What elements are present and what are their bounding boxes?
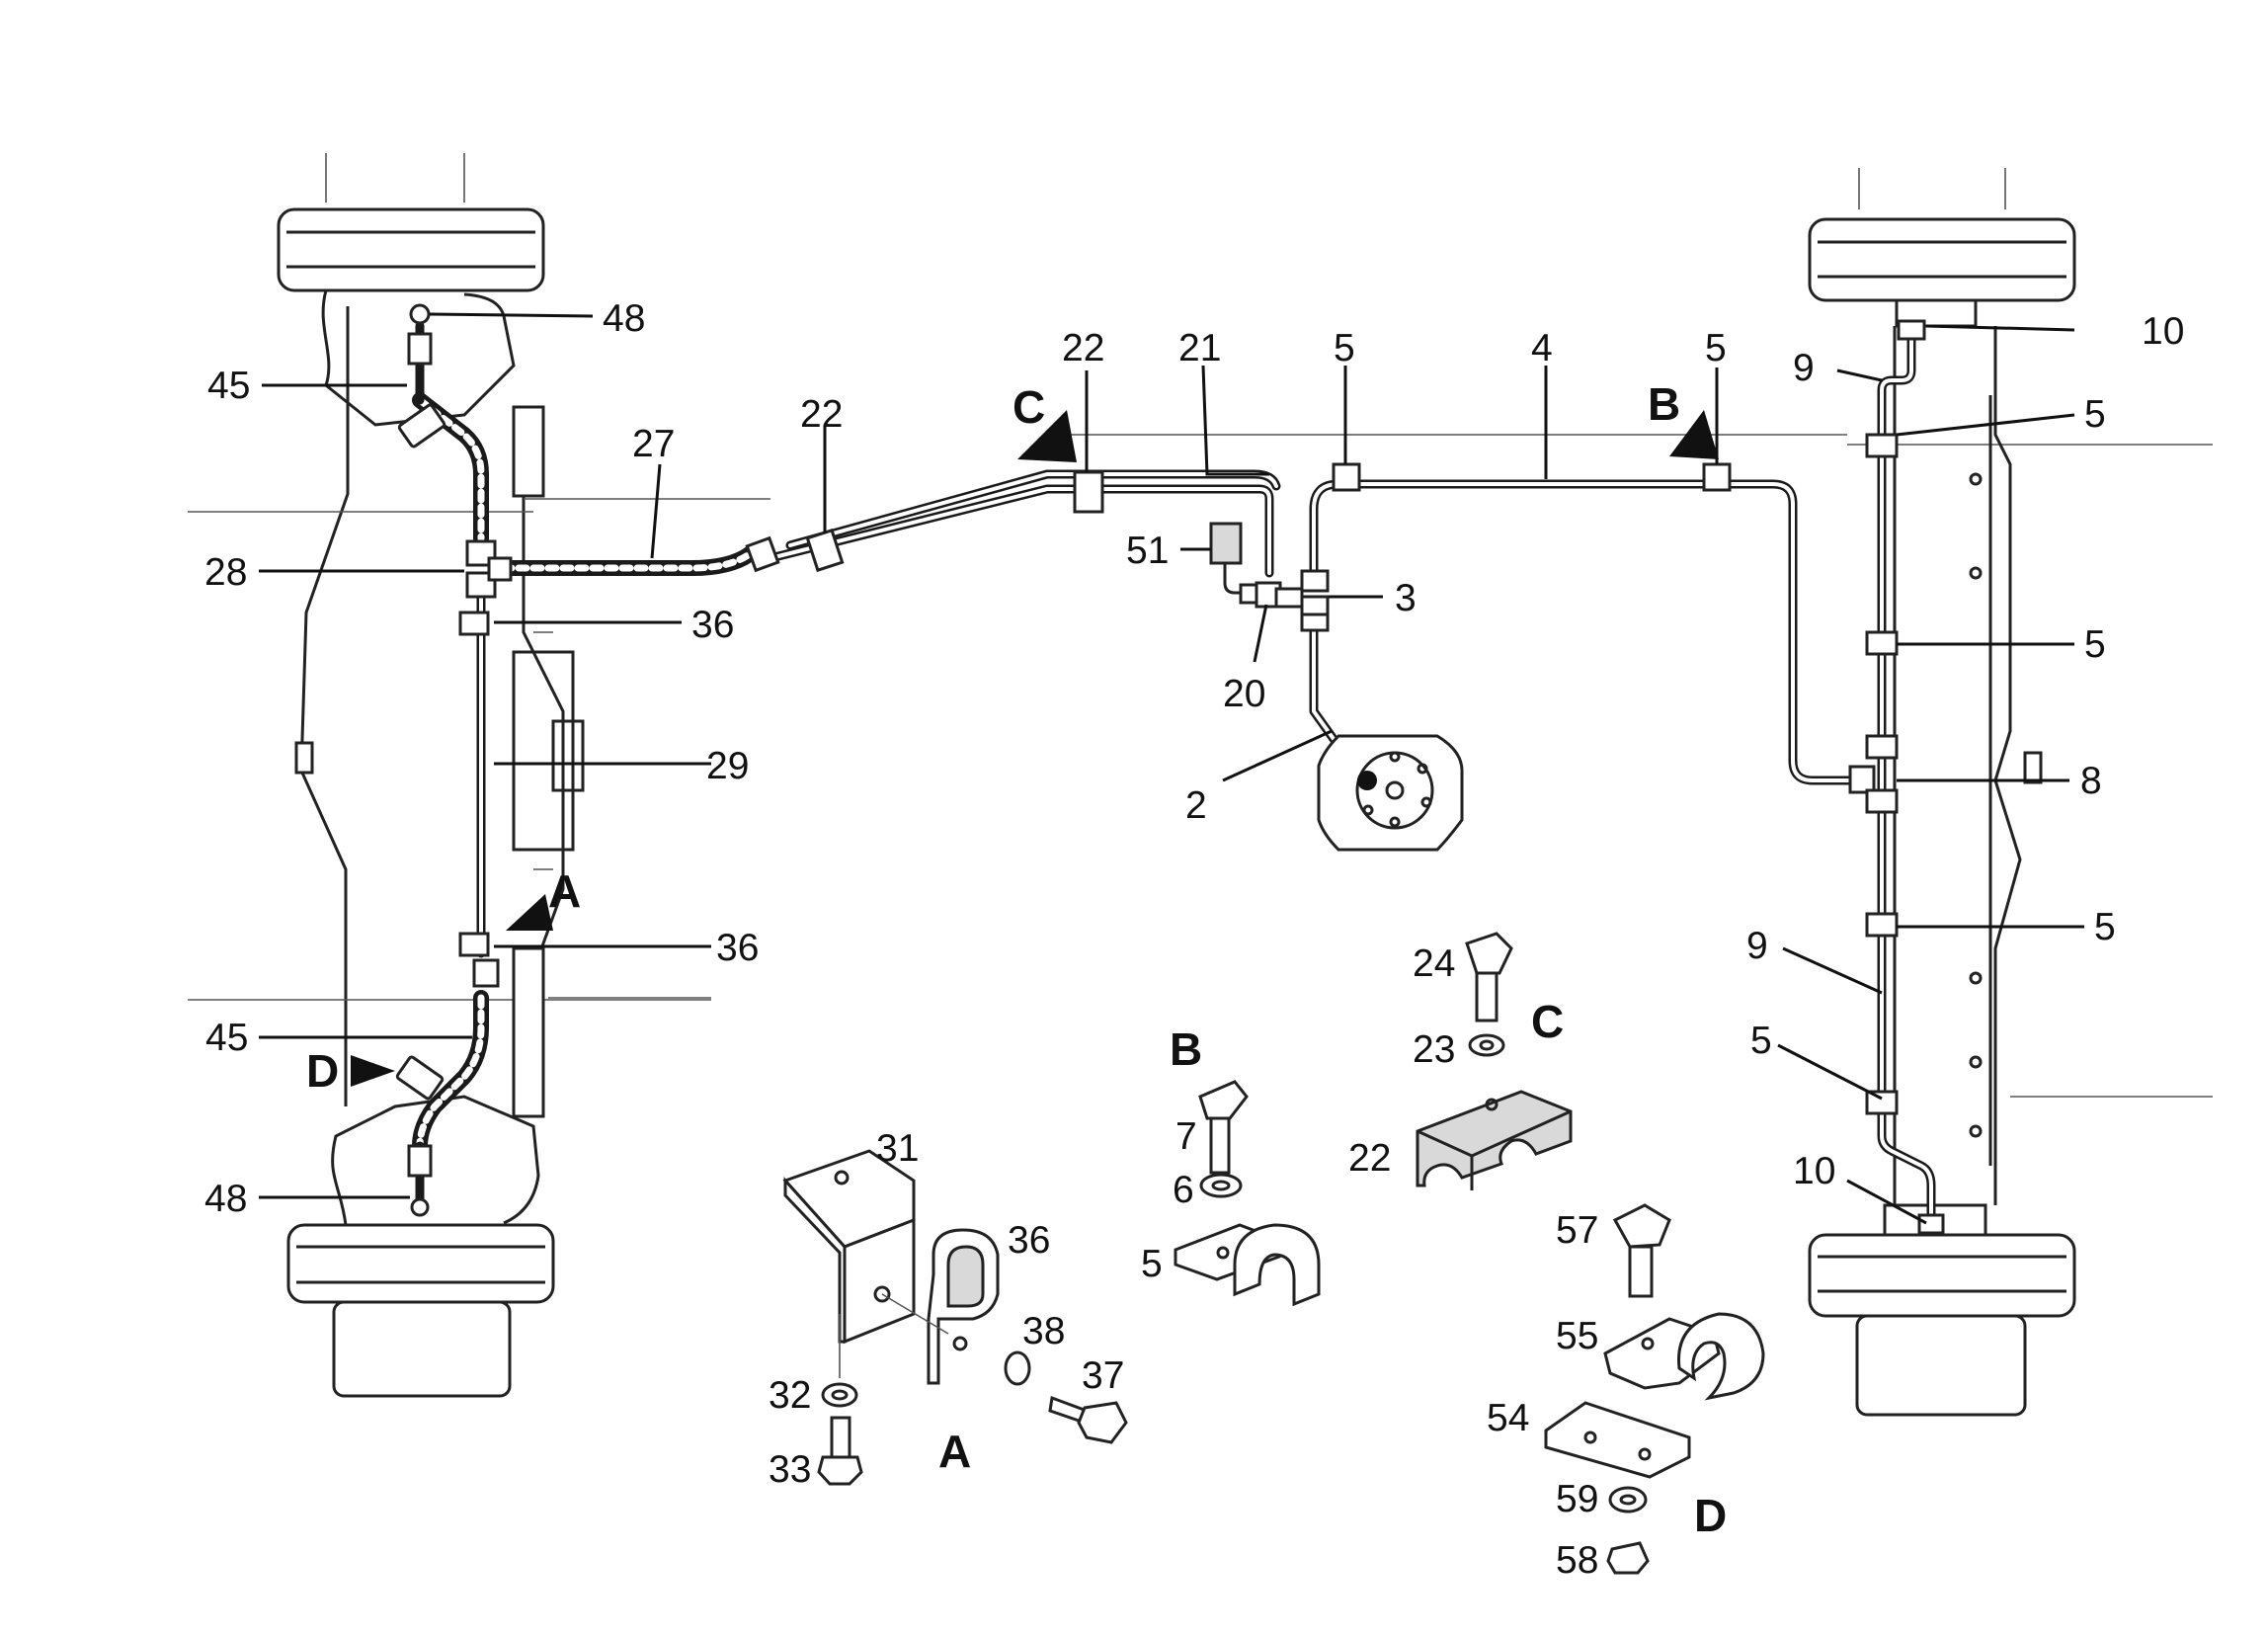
label-48-bottom: 48: [204, 1178, 247, 1220]
label-5-detail: 5: [1141, 1243, 1163, 1285]
label-5-right-4: 5: [1750, 1020, 1772, 1062]
detail-letters: A B C D: [938, 996, 1727, 1541]
label-5-right-1: 5: [2084, 393, 2106, 436]
label-22-left: 22: [800, 393, 843, 436]
detail-a-bracket: [782, 1149, 1128, 1486]
detail-b-clip: [1174, 1080, 1321, 1307]
detail-d-letter: D: [1694, 1490, 1727, 1541]
label-7: 7: [1175, 1115, 1197, 1158]
location-arrows: C B A D: [306, 378, 1719, 1097]
label-45-bottom: 45: [205, 1017, 248, 1059]
label-24: 24: [1413, 942, 1455, 985]
label-58: 58: [1556, 1539, 1598, 1582]
pipe-fittings: [395, 303, 1945, 1235]
label-55: 55: [1556, 1315, 1598, 1357]
label-10-top: 10: [2142, 310, 2184, 353]
master-cylinder-flange: [1317, 734, 1464, 852]
part-number-labels: 48 45 27 28 36 29 36 45 48 22 22 21 5 4 …: [204, 297, 2184, 1582]
label-3: 3: [1395, 577, 1417, 619]
leader-lines: [259, 312, 2084, 1225]
label-59: 59: [1556, 1478, 1598, 1520]
label-37: 37: [1082, 1354, 1124, 1397]
left-frame-bracket: [294, 741, 314, 775]
label-51: 51: [1126, 530, 1169, 572]
label-36-bottom: 36: [716, 927, 759, 969]
right-bottom-brake-drum: [1808, 1203, 2076, 1417]
left-shock-absorber: [512, 405, 585, 1118]
right-top-brake-drum: [1808, 217, 2076, 328]
label-27: 27: [632, 423, 675, 465]
label-8: 8: [2080, 760, 2102, 802]
detail-c-letter: C: [1531, 996, 1564, 1047]
label-9-bottom: 9: [1746, 925, 1768, 967]
label-33: 33: [769, 1448, 811, 1491]
left-axle-assembly: [188, 153, 770, 1398]
left-top-brake-drum: [277, 207, 545, 427]
left-bottom-brake-drum: [286, 1095, 555, 1398]
label-2: 2: [1185, 784, 1207, 827]
brake-pipe-network: [412, 321, 1936, 1230]
label-54: 54: [1487, 1397, 1529, 1439]
label-22-detail: 22: [1348, 1137, 1391, 1180]
label-5-main-right: 5: [1705, 327, 1727, 369]
arrow-b-letter: B: [1648, 378, 1680, 430]
label-4: 4: [1531, 327, 1553, 369]
label-20: 20: [1223, 673, 1265, 715]
label-36-detail: 36: [1008, 1219, 1050, 1262]
arrow-c-letter: C: [1012, 381, 1045, 433]
label-10-bottom: 10: [1793, 1150, 1835, 1192]
label-48-top: 48: [603, 297, 645, 340]
label-5-main-left: 5: [1334, 327, 1355, 369]
label-9-top: 9: [1793, 347, 1815, 389]
label-31: 31: [876, 1127, 919, 1170]
arrow-a-letter: A: [548, 865, 581, 917]
label-45-top: 45: [207, 365, 250, 407]
label-57: 57: [1556, 1209, 1598, 1252]
label-5-right-3: 5: [2094, 906, 2116, 948]
detail-c-clamp: [1416, 932, 1573, 1190]
label-6: 6: [1173, 1169, 1194, 1211]
label-32: 32: [769, 1374, 811, 1417]
label-5-right-2: 5: [2084, 623, 2106, 666]
arrow-d-letter: D: [306, 1045, 339, 1097]
label-36-top: 36: [691, 604, 734, 646]
label-21: 21: [1178, 327, 1221, 369]
label-23: 23: [1413, 1028, 1455, 1071]
label-28: 28: [204, 551, 247, 594]
detail-b-letter: B: [1170, 1023, 1202, 1075]
label-38: 38: [1022, 1310, 1065, 1352]
detail-a-letter: A: [938, 1426, 971, 1477]
label-29: 29: [706, 745, 749, 787]
label-22-c: 22: [1062, 327, 1104, 369]
detail-d-clip: [1544, 1203, 1765, 1575]
